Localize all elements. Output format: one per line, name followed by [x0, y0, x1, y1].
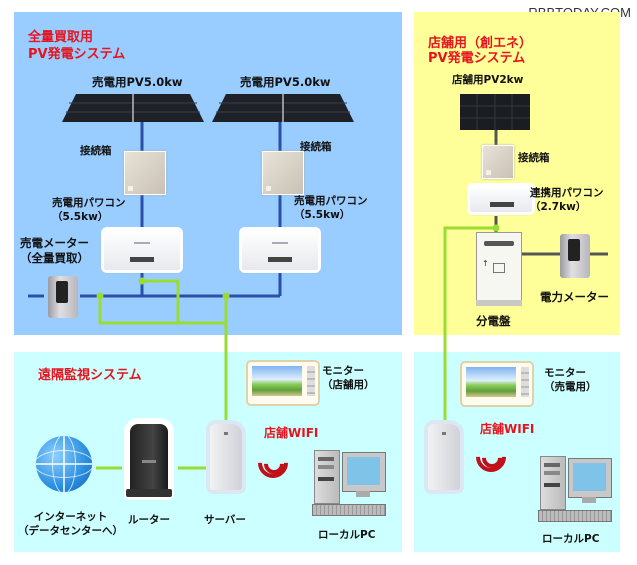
- sale-meter-label: 売電メーター （全量買取）: [20, 236, 89, 265]
- junction-box-icon: [124, 151, 166, 195]
- junction-box-icon: [262, 151, 304, 195]
- sale-meter-icon: [48, 276, 78, 318]
- monitor-icon: [246, 360, 320, 406]
- store-junction-box-label: 接続箱: [518, 152, 550, 164]
- distribution-board-label: 分電盤: [476, 314, 511, 328]
- remote-monitoring-title: 遠隔監視システム: [38, 368, 142, 383]
- local-pc-icon: [312, 450, 386, 516]
- pv-store-title-line2: PV発電システム: [428, 51, 526, 66]
- wifi-label: 店舗WIFI: [264, 426, 319, 440]
- solar-panel-icon: [212, 94, 354, 122]
- monitor-icon: [460, 361, 534, 407]
- inverter-icon: [104, 230, 180, 270]
- server-label: サーバー: [204, 514, 246, 526]
- solar-panel-label-1: 売電用PV5.0kw: [92, 75, 183, 89]
- junction-box-label-1: 接続箱: [80, 145, 112, 157]
- inverter-label-1: 売電用パワコン （5.5kw）: [52, 197, 126, 223]
- pv-sale-title-line1: 全量買取用: [28, 30, 94, 45]
- distribution-board-icon: ↑: [476, 232, 522, 306]
- power-meter-icon: [560, 234, 590, 278]
- router-icon: [126, 424, 172, 497]
- store-monitor-label: モニター （店舗用）: [322, 365, 375, 391]
- pv-store-title-line1: 店舗用（創エネ）: [428, 36, 533, 51]
- pv-sale-system-area: [14, 12, 402, 335]
- junction-box-icon: [482, 145, 514, 179]
- inverter-label-2: 売電用パワコン （5.5kw）: [294, 195, 368, 221]
- wifi-waves-icon: [469, 435, 513, 479]
- sale-monitor-label: モニター （売電用）: [544, 367, 597, 393]
- pv-sale-title-line2: PV発電システム: [28, 47, 126, 62]
- router-label: ルーター: [128, 514, 170, 526]
- solar-panel-label-2: 売電用PV5.0kw: [240, 75, 331, 89]
- server-icon: [428, 424, 460, 490]
- globe-icon: [36, 436, 92, 492]
- local-pc-label: ローカルPC: [542, 533, 600, 545]
- solar-panel-icon: [460, 94, 530, 130]
- inverter-icon: [470, 186, 532, 212]
- junction-box-label-2: 接続箱: [300, 141, 332, 153]
- wifi-label: 店舗WIFI: [480, 422, 535, 436]
- internet-label: インターネット （データセンターへ）: [18, 511, 123, 537]
- power-meter-label: 電力メーター: [540, 290, 609, 304]
- local-pc-icon: [538, 456, 612, 522]
- store-panel-label: 店舗用PV2kw: [452, 74, 524, 86]
- server-icon: [210, 424, 242, 490]
- store-inverter-label: 連携用パワコン （2.7kw）: [530, 187, 604, 213]
- inverter-icon: [242, 230, 318, 270]
- local-pc-label: ローカルPC: [318, 529, 376, 541]
- wifi-waves-icon: [251, 441, 295, 485]
- solar-panel-icon: [62, 94, 204, 122]
